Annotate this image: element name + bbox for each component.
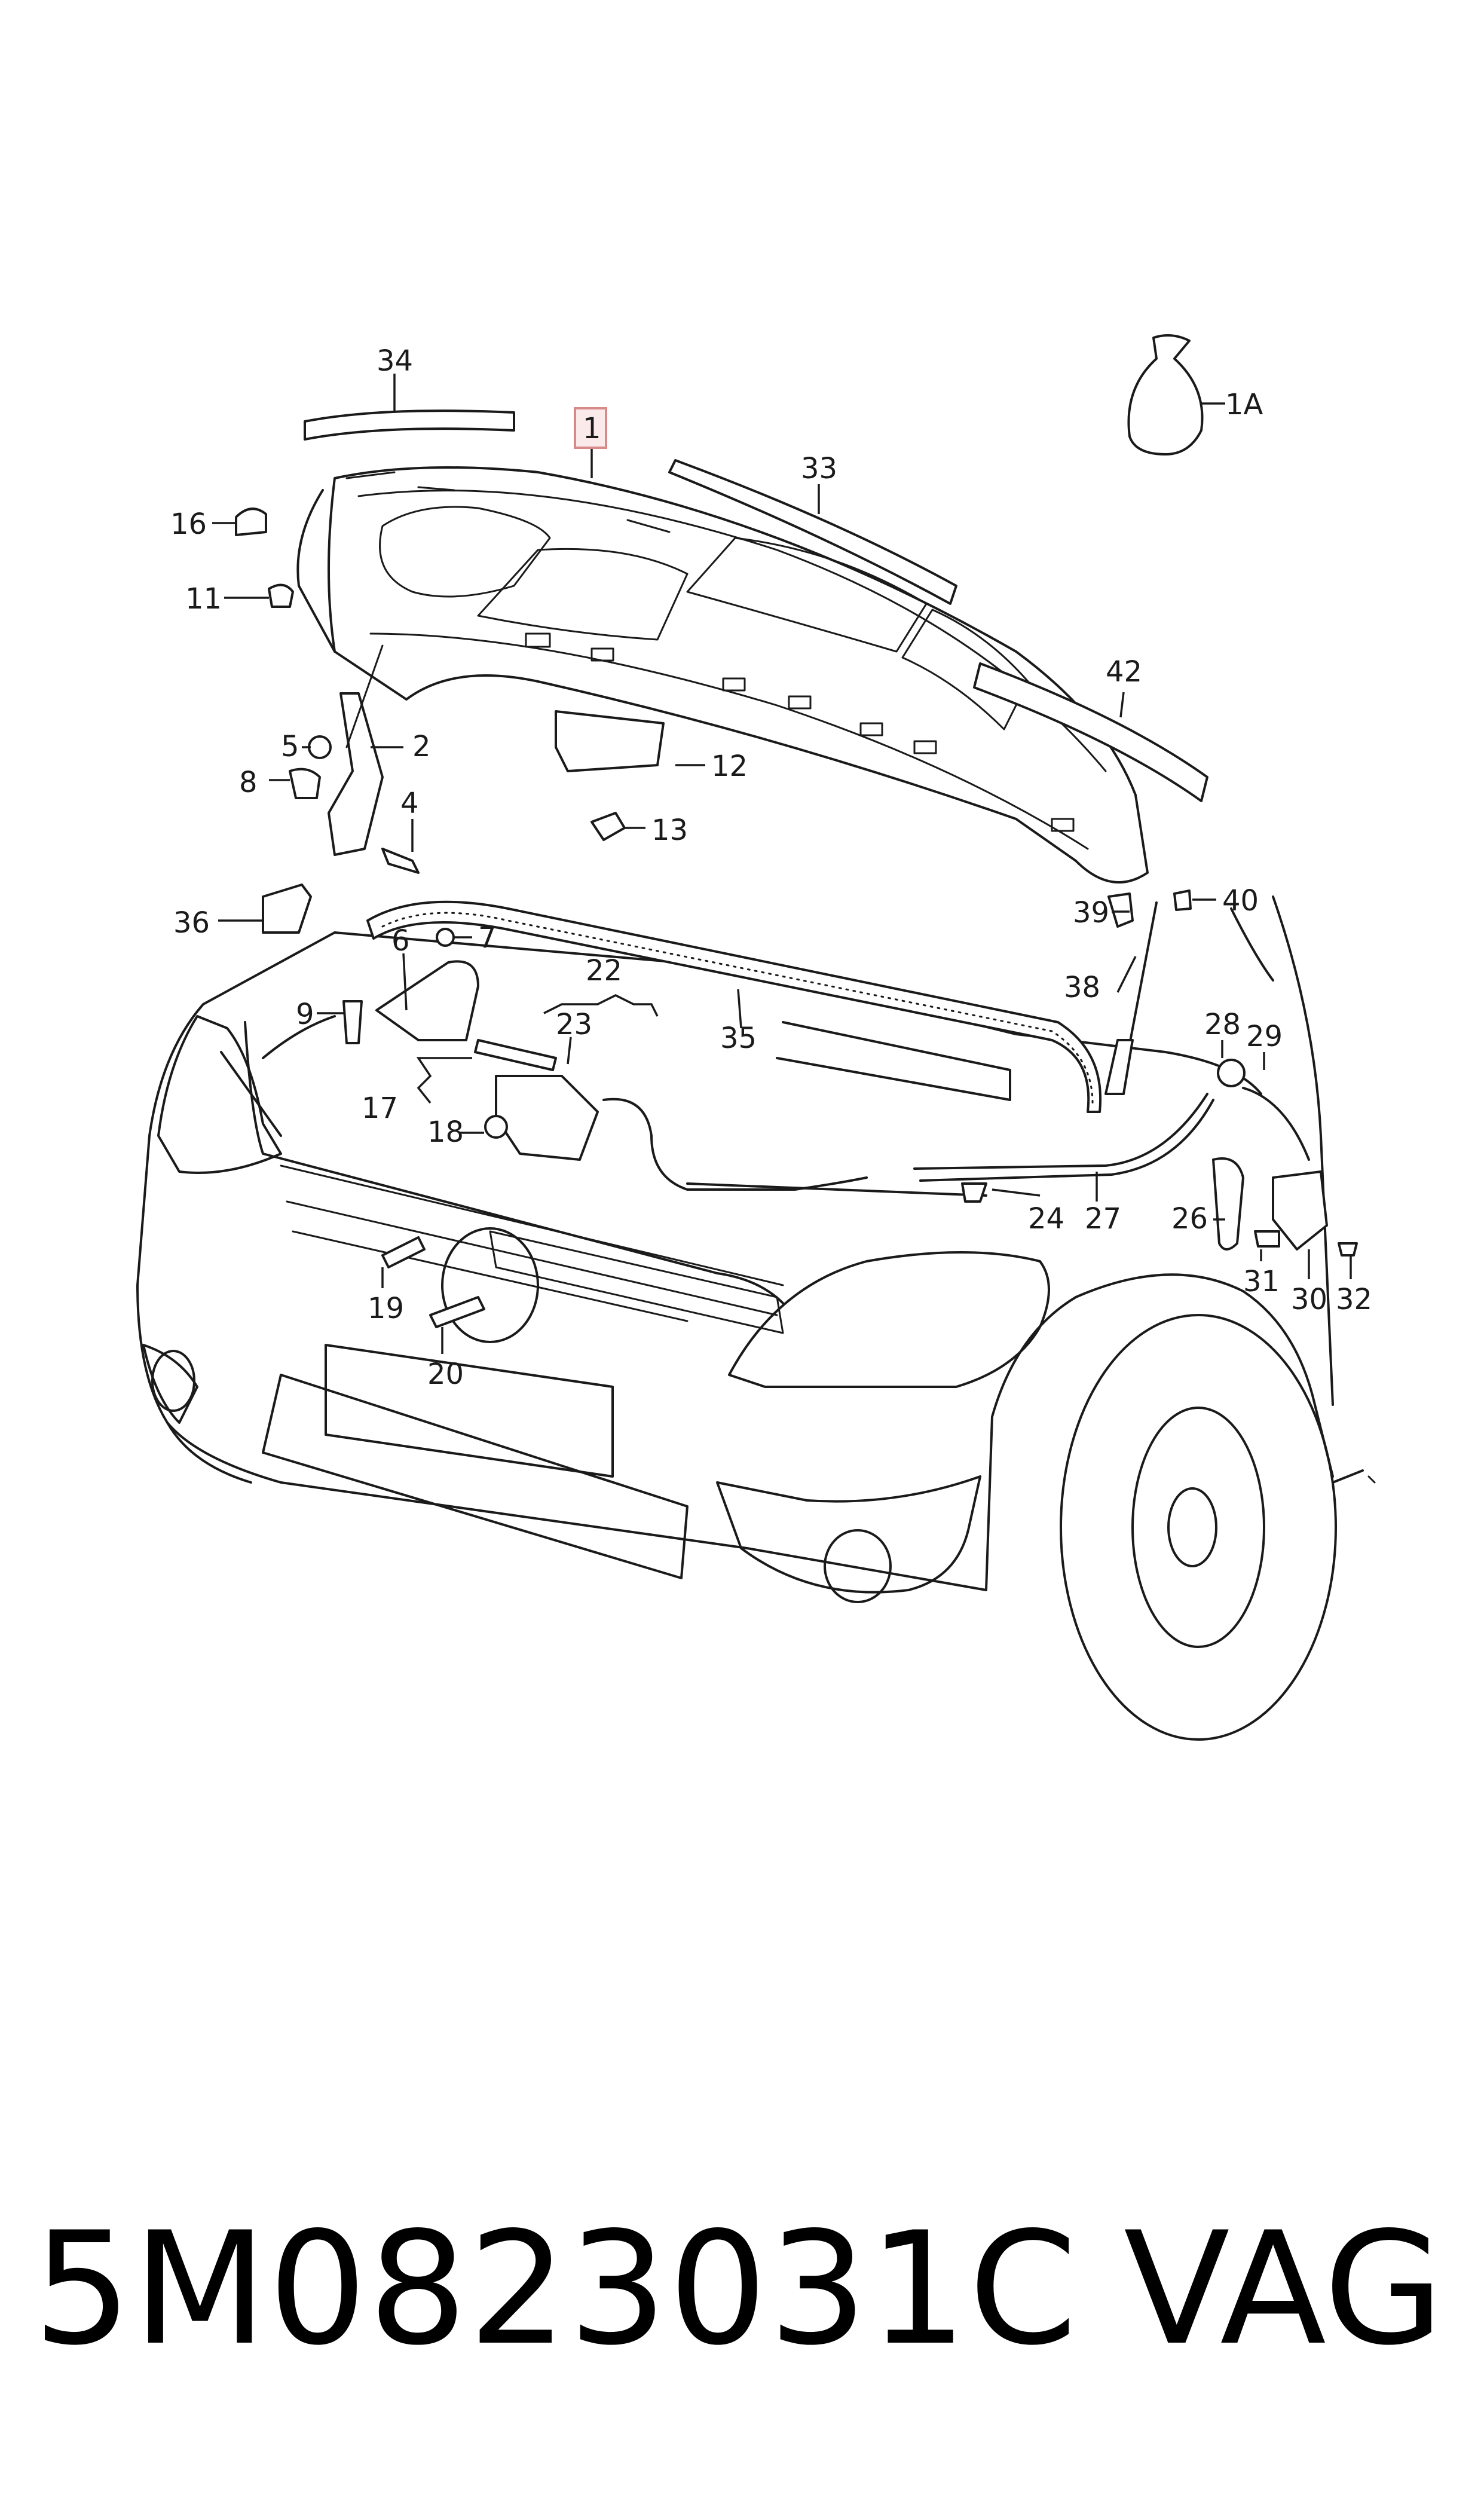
- parts: [235, 334, 1358, 1328]
- callout-33: 33: [801, 452, 837, 485]
- callout-29: 29: [1246, 1020, 1283, 1053]
- callout-13: 13: [651, 814, 688, 847]
- part-number: 5M0823031C: [33, 2199, 1079, 2380]
- callout-12: 12: [711, 750, 748, 783]
- callout-1a: 1A: [1225, 388, 1263, 421]
- callout-7: 7: [478, 921, 497, 955]
- callout-labels: 1 1A 34 33 16 11 42 5 2 8 12 4 13 36 40 …: [170, 344, 1372, 1391]
- callout-5: 5: [281, 730, 299, 763]
- callout-4: 4: [400, 787, 419, 820]
- callout-18: 18: [427, 1115, 464, 1149]
- callout-39: 39: [1073, 896, 1109, 930]
- car-front-body: [136, 895, 1376, 1741]
- callout-30: 30: [1291, 1283, 1327, 1316]
- callout-35: 35: [720, 1022, 757, 1055]
- callout-27: 27: [1085, 1202, 1121, 1236]
- leader-lines: [212, 374, 1352, 1354]
- callout-24: 24: [1028, 1202, 1064, 1236]
- callout-28: 28: [1204, 1008, 1241, 1041]
- callout-20: 20: [427, 1358, 464, 1391]
- callout-8: 8: [239, 766, 258, 799]
- bonnet-hood: [296, 466, 1149, 883]
- callout-38: 38: [1064, 971, 1100, 1004]
- highlight-box-part-1: [574, 407, 607, 449]
- callout-22: 22: [586, 954, 622, 988]
- callout-36: 36: [173, 906, 210, 940]
- callout-40: 40: [1222, 884, 1259, 918]
- callout-19: 19: [368, 1292, 404, 1325]
- callout-2: 2: [412, 730, 431, 763]
- callout-16: 16: [170, 508, 207, 541]
- callout-34: 34: [377, 344, 413, 378]
- callout-23: 23: [556, 1008, 592, 1041]
- brand-label: VAG: [1124, 2199, 1444, 2380]
- callout-32: 32: [1336, 1283, 1372, 1316]
- callout-17: 17: [362, 1092, 398, 1125]
- callout-11: 11: [185, 582, 222, 616]
- callout-31: 31: [1243, 1265, 1280, 1298]
- callout-6: 6: [391, 924, 410, 958]
- callout-9: 9: [296, 998, 314, 1031]
- callout-26: 26: [1171, 1202, 1208, 1236]
- callout-1: 1: [583, 412, 601, 445]
- callout-42: 42: [1106, 655, 1142, 689]
